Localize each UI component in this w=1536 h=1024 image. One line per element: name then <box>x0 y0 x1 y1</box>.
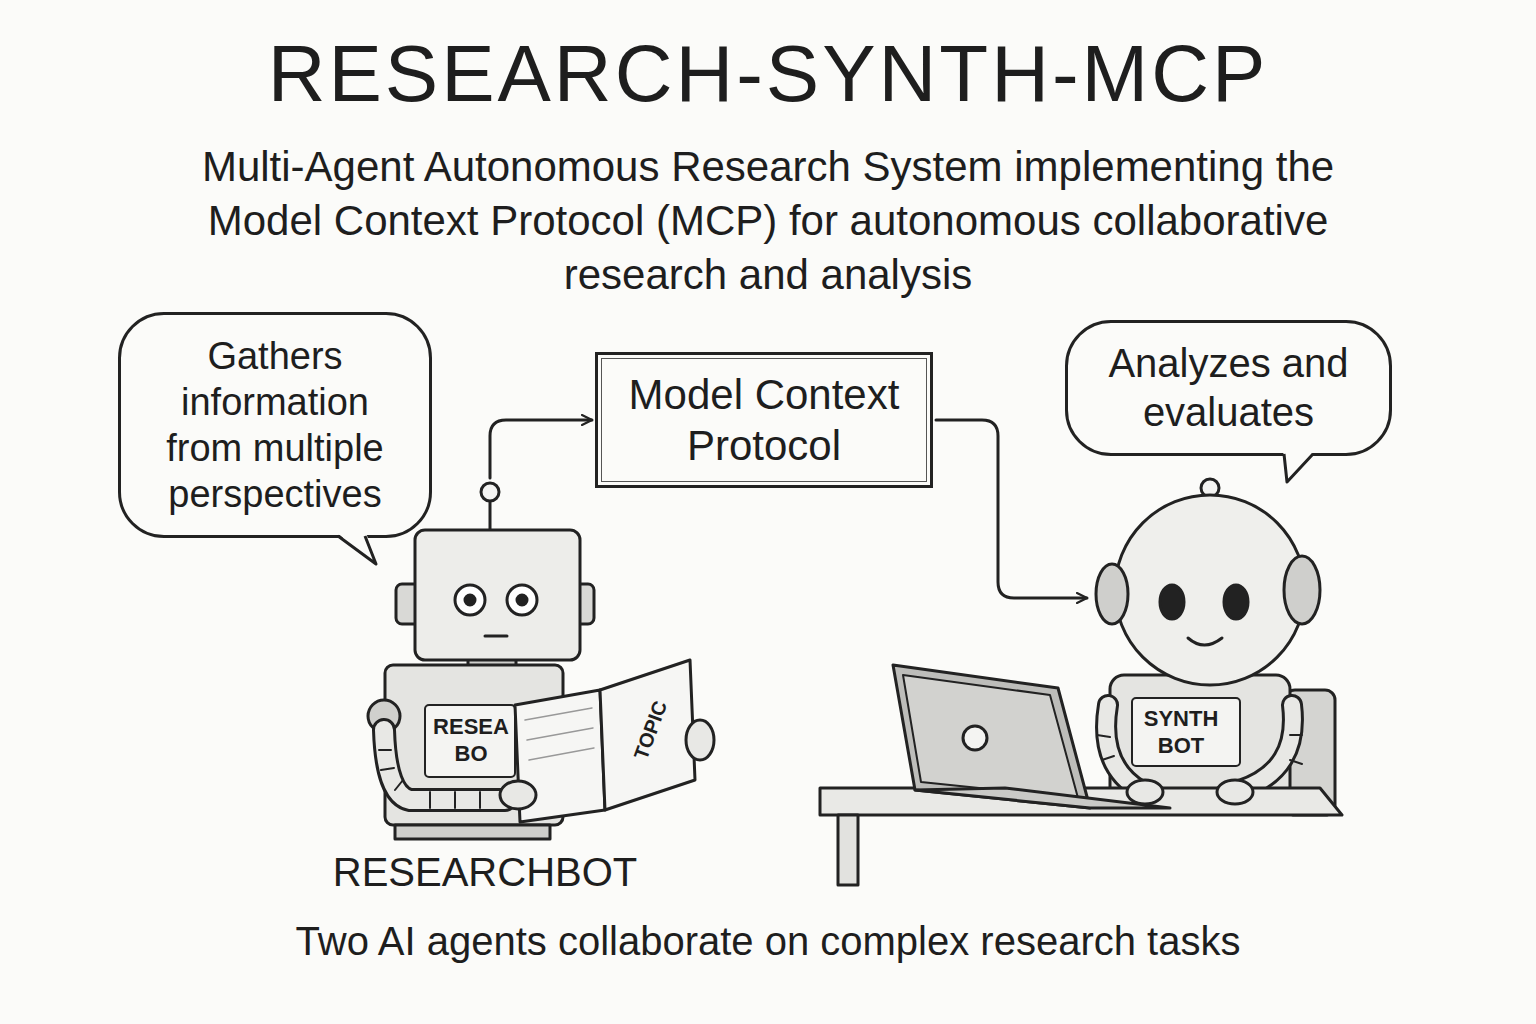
bubble-tail-fill <box>336 532 376 565</box>
synthbot-figure <box>820 479 1342 885</box>
bubble-tail <box>336 532 380 566</box>
bubble-tail-fill <box>1283 450 1315 483</box>
chest-label: RESEA BO <box>429 713 513 767</box>
robot-name: RESEARCHBOT <box>305 848 665 896</box>
speech-bubble: Analyzes and evaluates <box>1065 320 1392 456</box>
bubble-tail-line <box>338 536 376 564</box>
connector-arrow <box>490 420 592 478</box>
chest-label: SYNTH BOT <box>1135 705 1227 759</box>
caption: Two AI agents collaborate on complex res… <box>0 916 1536 966</box>
connector-arrow <box>936 420 1087 598</box>
process-box: Model Context Protocol <box>595 352 933 488</box>
box-text: Model Context Protocol <box>624 369 904 471</box>
bubble-text: Gathers information from multiple perspe… <box>154 333 396 517</box>
robot-figure: SYNTH BOT <box>1090 478 1340 818</box>
title: RESEARCH-SYNTH-MCP <box>0 28 1536 120</box>
bubble-tail <box>1283 450 1327 484</box>
subtitle: Multi-Agent Autonomous Research System i… <box>143 140 1393 302</box>
robot-figure: RESEA BORESEARCHBOT <box>355 478 700 908</box>
researchbot-figure <box>368 483 714 839</box>
bubble-text: Analyzes and evaluates <box>1092 339 1365 437</box>
bubble-tail-line <box>1284 454 1313 482</box>
speech-bubble: Gathers information from multiple perspe… <box>118 312 432 538</box>
